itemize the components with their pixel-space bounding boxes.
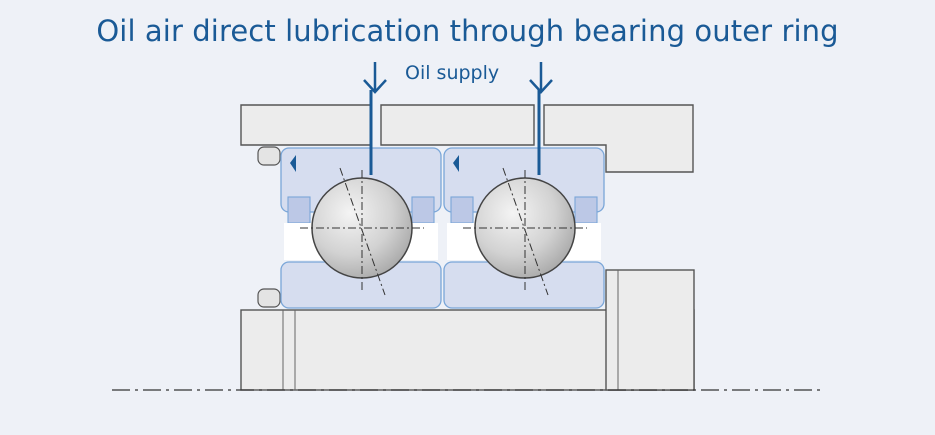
housing-right-cover <box>543 104 694 173</box>
cage-left <box>450 196 474 224</box>
diagram-title: Oil air direct lubrication through beari… <box>96 14 839 48</box>
cage-right <box>411 196 435 224</box>
seal-upper <box>257 146 281 166</box>
direction-marker-icon <box>453 155 459 172</box>
down-arrow-icon <box>363 62 387 94</box>
seal-lower <box>257 288 281 308</box>
down-arrow-icon <box>529 62 553 94</box>
housing-middle <box>380 104 535 146</box>
shaft-spacer <box>605 269 695 391</box>
contact-angle-line <box>339 167 386 296</box>
housing-left <box>240 104 372 146</box>
bearing-left <box>280 147 442 309</box>
cage-right <box>574 196 598 224</box>
oil-supply-label: Oil supply <box>405 62 500 84</box>
bearing-right <box>443 147 605 309</box>
direction-marker-icon <box>290 155 296 172</box>
cage-left <box>287 196 311 224</box>
contact-angle-line <box>502 167 549 296</box>
